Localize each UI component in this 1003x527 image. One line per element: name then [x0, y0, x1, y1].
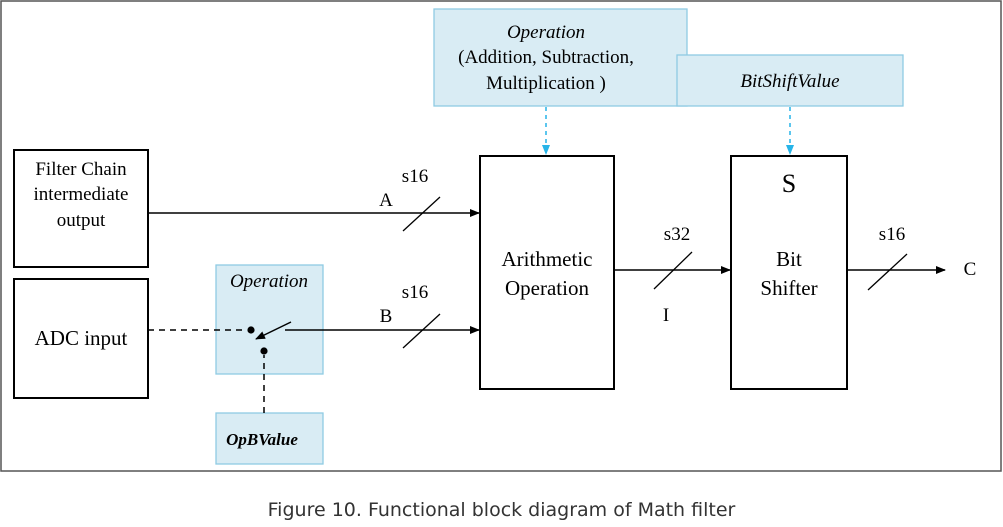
filter-chain-label-1: Filter Chain — [35, 159, 127, 180]
opb-value-label: OpBValue — [226, 430, 298, 449]
signal-i-width: s32 — [664, 224, 690, 245]
arithmetic-label-1: Arithmetic — [502, 247, 593, 271]
bitshift-param-label: BitShiftValue — [740, 71, 839, 92]
signal-b-name: B — [380, 306, 393, 327]
operation-options-line1: (Addition, Subtraction, — [458, 47, 634, 68]
switch-contact-adc — [247, 326, 255, 334]
signal-a-bus-tick — [402, 196, 441, 232]
signal-i-bus-tick — [653, 251, 693, 290]
adc-input-label: ADC input — [35, 326, 128, 350]
signal-a-width: s16 — [402, 166, 428, 187]
figure-caption: Figure 10. Functional block diagram of M… — [267, 499, 736, 521]
signal-c-width: s16 — [879, 224, 905, 245]
shifter-symbol: S — [782, 169, 796, 198]
arithmetic-label-2: Operation — [505, 276, 589, 300]
filter-chain-label-3: output — [57, 210, 106, 231]
opb-value-box — [215, 412, 324, 465]
arithmetic-operation-block — [479, 155, 615, 390]
signal-a-name: A — [379, 190, 393, 211]
signal-i-name: I — [663, 305, 669, 326]
bitshift-param-box — [676, 54, 904, 107]
signal-c-name: C — [964, 259, 977, 280]
operation-options-line2: Multiplication ) — [486, 73, 606, 94]
operation-param-title: Operation — [507, 22, 585, 43]
signal-c-bus-tick — [867, 253, 908, 291]
adc-input-block — [13, 278, 149, 399]
operation-param-box — [433, 8, 688, 107]
filter-chain-block — [13, 149, 149, 268]
operation-switch-label: Operation — [230, 271, 308, 292]
filter-chain-label-2: intermediate — [34, 184, 129, 205]
bit-shifter-label-2: Shifter — [760, 276, 817, 300]
signal-b-bus-tick — [402, 313, 441, 349]
bit-shifter-block — [730, 155, 848, 390]
signal-b-width: s16 — [402, 282, 428, 303]
switch-contact-opb — [260, 347, 268, 355]
operation-switch-box — [215, 264, 324, 375]
bit-shifter-label-1: Bit — [776, 247, 802, 271]
switch-arm — [255, 321, 292, 340]
